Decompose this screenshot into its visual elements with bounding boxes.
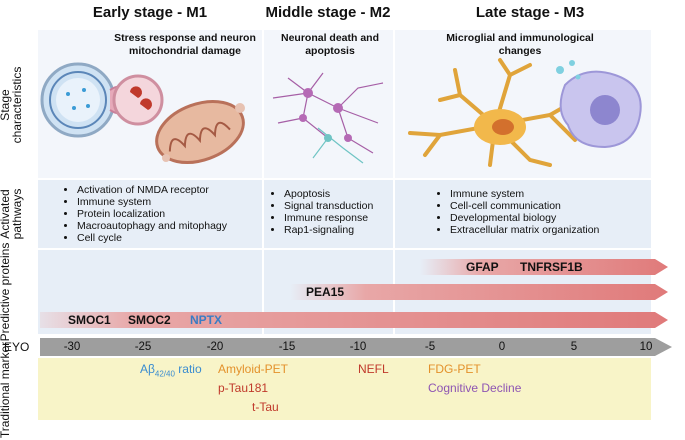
protein-smoc1: SMOC1 (68, 313, 111, 327)
list-item: Immune system (450, 188, 599, 200)
pathway-list-early: Activation of NMDA receptor Immune syste… (65, 184, 227, 244)
protein-gfap: GFAP (466, 260, 499, 274)
stage-subtitle-early: Stress response and neuron mitochondrial… (114, 32, 256, 57)
marker-cognitive-decline: Cognitive Decline (428, 381, 522, 395)
stage-divider-2 (393, 30, 395, 334)
eyo-tick: -20 (206, 341, 224, 353)
early-protein-arrow (40, 312, 668, 328)
traditional-marker-row (38, 358, 651, 420)
neuronal-death-illustration (272, 72, 384, 164)
list-item: Apoptosis (284, 188, 373, 200)
eyo-axis-bar (40, 338, 672, 356)
middle-protein-arrow (290, 284, 668, 300)
macrophage-icon (556, 60, 642, 149)
eyo-tick: -15 (278, 341, 296, 353)
stage-title-early: Early stage - M1 (92, 4, 208, 21)
eyo-tick: 5 (570, 341, 578, 353)
list-item: Immune response (284, 212, 373, 224)
eyo-tick: -30 (63, 341, 81, 353)
marker-ttau: t-Tau (252, 400, 279, 414)
stage-title-late: Late stage - M3 (475, 4, 585, 21)
stage-subtitle-middle: Neuronal death and apoptosis (280, 32, 379, 57)
pathway-list-middle: Apoptosis Signal transduction Immune res… (272, 188, 373, 236)
microglia-illustration (408, 58, 642, 167)
list-item: Cell cycle (77, 232, 227, 244)
activated-pathways-row (38, 180, 651, 248)
marker-amyloid-pet: Amyloid-PET (218, 362, 289, 376)
pathway-list-late: Immune system Cell-cell communication De… (438, 188, 599, 236)
list-item: Cell-cell communication (450, 200, 599, 212)
mitochondria-icon (155, 100, 245, 164)
eyo-tick: -10 (349, 341, 367, 353)
eyo-tick: 0 (498, 341, 506, 353)
list-item: Activation of NMDA receptor (77, 184, 227, 196)
protein-nptx: NPTX (190, 313, 223, 327)
list-item: Immune system (77, 196, 227, 208)
eyo-tick: 10 (639, 341, 653, 353)
marker-fdg-pet: FDG-PET (428, 362, 481, 376)
synapse-icon (40, 62, 164, 138)
protein-pea15: PEA15 (306, 285, 345, 299)
protein-tnfrsf1b: TNFRSF1B (520, 260, 583, 274)
list-item: Macroautophagy and mitophagy (77, 220, 227, 232)
list-item: Protein localization (77, 208, 227, 220)
protein-smoc2: SMOC2 (128, 313, 171, 327)
list-item: Developmental biology (450, 212, 599, 224)
eyo-tick: -25 (134, 341, 152, 353)
marker-ptau181: p-Tau181 (218, 381, 269, 395)
eyo-label: EYO (4, 340, 30, 354)
synapse-mitochondria-illustration (40, 62, 245, 164)
stage-title-middle: Middle stage - M2 (265, 4, 391, 21)
list-item: Rap1-signaling (284, 224, 373, 236)
list-item: Signal transduction (284, 200, 373, 212)
marker-abeta-ratio: Aβ42/40 ratio (140, 362, 202, 379)
list-item: Extracellular matrix organization (450, 224, 599, 236)
stage-divider-1 (262, 30, 264, 334)
late-protein-arrow (420, 259, 668, 275)
eyo-tick: -5 (424, 341, 436, 353)
stage-subtitle-late: Microglial and immunological changes (446, 32, 594, 57)
protein-arrows (40, 259, 672, 356)
marker-nefl: NEFL (358, 362, 389, 376)
